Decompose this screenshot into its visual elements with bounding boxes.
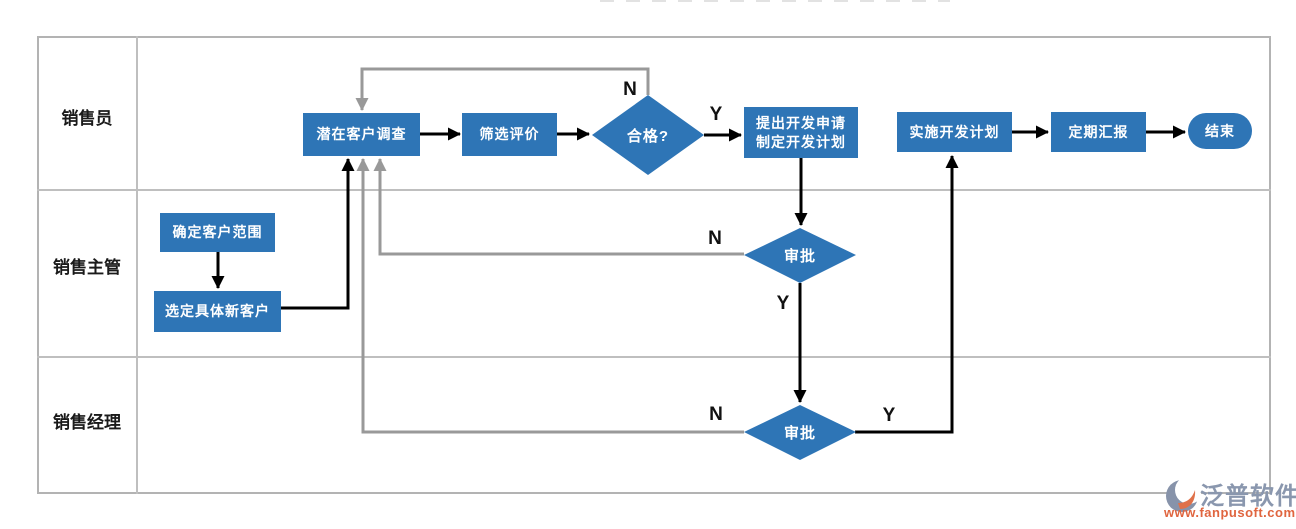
swimlane-table-border <box>37 36 1271 494</box>
lane-label-salesperson: 销售员 <box>61 109 113 128</box>
node-end: 结束 <box>1188 113 1252 149</box>
node-implement-plan: 实施开发计划 <box>897 112 1012 152</box>
node-apply-development-line1: 提出开发申请 <box>756 115 846 132</box>
node-regular-report: 定期汇报 <box>1051 112 1146 152</box>
fanpu-url-link[interactable]: www.fanpusoft.com <box>1164 505 1296 520</box>
node-determine-customer-scope: 确定客户范围 <box>160 213 275 252</box>
lane-divider-1 <box>37 189 1271 191</box>
lane-divider-2 <box>37 356 1271 358</box>
node-select-new-customers: 选定具体新客户 <box>154 291 281 332</box>
node-apply-development-line2: 制定开发计划 <box>756 133 846 150</box>
fanpu-logo-icon[interactable] <box>1165 478 1201 514</box>
lane-label-sales-supervisor: 销售主管 <box>53 258 121 277</box>
node-screening-evaluation: 筛选评价 <box>462 113 557 156</box>
lane-label-divider <box>136 36 138 494</box>
node-potential-customer-survey: 潜在客户调查 <box>303 113 420 156</box>
clipped-text-artifact <box>600 0 950 2</box>
node-apply-development: 提出开发申请 制定开发计划 <box>744 107 858 158</box>
lane-label-sales-manager: 销售经理 <box>53 413 121 432</box>
fanpu-brand-text[interactable]: 泛普软件 <box>1200 483 1296 510</box>
